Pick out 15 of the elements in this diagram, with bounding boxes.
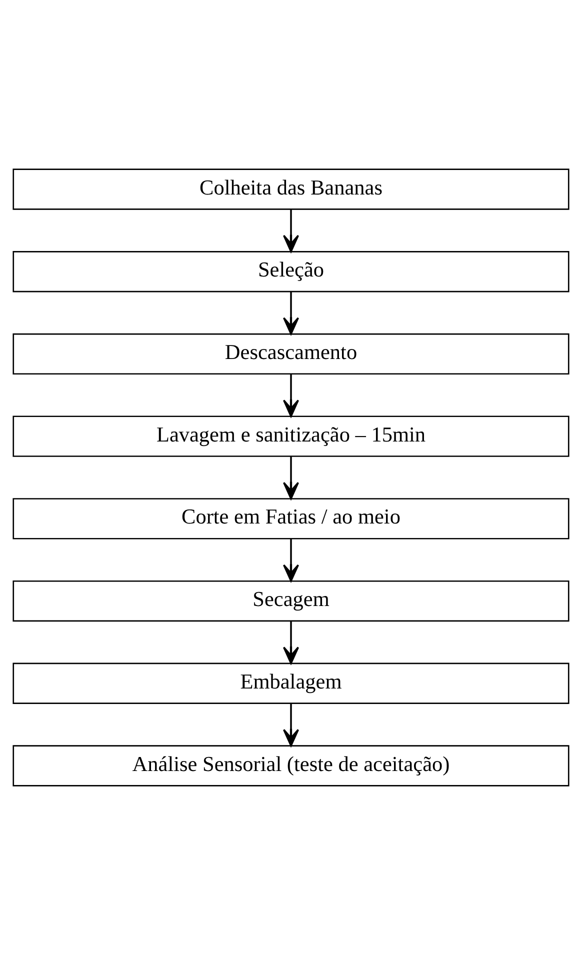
arrow: [282, 456, 300, 500]
arrow: [282, 704, 300, 747]
arrow: [282, 209, 300, 252]
node-box: Colheita das Bananas: [12, 168, 570, 210]
node-box: Embalagem: [12, 662, 570, 704]
arrow: [282, 538, 300, 582]
node-box: Corte em Fatias / ao meio: [12, 498, 570, 540]
node-box: Seleção: [12, 251, 570, 292]
node-box: Análise Sensorial (teste de aceitação): [12, 745, 570, 786]
node-box: Descascamento: [12, 333, 570, 375]
node-box: Secagem: [12, 580, 570, 622]
arrow: [282, 374, 300, 418]
arrow: [282, 292, 300, 335]
arrow: [282, 621, 300, 664]
node-box: Lavagem e sanitização – 15min: [12, 416, 570, 457]
